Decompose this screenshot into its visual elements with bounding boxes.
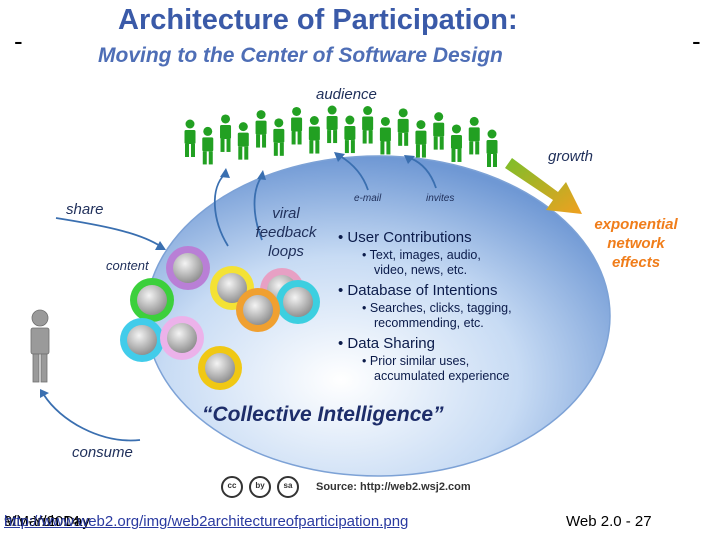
content-circle: [130, 278, 174, 322]
audience-person: [344, 115, 356, 154]
content-circle: [120, 318, 164, 362]
viral-line-3: loops: [268, 243, 304, 260]
content-circle: [276, 280, 320, 324]
viral-loop-arrow-2: [253, 175, 263, 241]
label-growth: growth: [548, 148, 594, 165]
viral-line-1: viral: [272, 205, 300, 222]
audience-person: [184, 119, 196, 157]
content-circle: [160, 316, 204, 360]
label-email: e-mail: [354, 193, 382, 204]
audience-person: [202, 126, 214, 165]
audience-person: [433, 112, 445, 150]
label-viral-feedback-loops: viral feedback loops: [244, 204, 328, 261]
audience-person: [273, 118, 285, 156]
cc-icon: cc: [227, 481, 237, 490]
bullet-list: • User Contributions • Text, images, aud…: [338, 229, 512, 384]
label-invites: invites: [426, 193, 455, 204]
exp-line-3: effects: [611, 254, 661, 271]
bullet-sub-1: • Text, images, audio, video, news, etc.: [362, 248, 481, 277]
label-audience: audience: [316, 86, 377, 103]
content-circle: [236, 288, 280, 332]
slide-title: Architecture of Participation:: [118, 4, 518, 36]
footer-date: 9/Mar/2014: [4, 513, 80, 530]
label-exponential-network-effects: exponential network effects: [578, 215, 694, 272]
audience-person: [237, 122, 249, 160]
bullet-heading-3: • Data Sharing: [338, 335, 435, 352]
footer-author: Min-Yuh Day: [4, 513, 90, 530]
consume-arrow: [43, 394, 141, 442]
by-icon: by: [255, 481, 265, 490]
email-arrow: [339, 155, 369, 191]
bullet-heading-1: • User Contributions: [338, 229, 472, 246]
sa-icon: sa: [283, 481, 293, 490]
slide-subtitle: Moving to the Center of Software Design: [98, 44, 503, 67]
audience-person: [291, 106, 303, 145]
viral-line-2: feedback: [255, 224, 317, 241]
audience-person: [468, 116, 480, 155]
exp-line-2: network: [607, 235, 665, 252]
content-circle: [198, 346, 242, 390]
dash-left: -: [14, 26, 23, 56]
bullet-sub-3: • Prior similar uses, accumulated experi…: [362, 354, 510, 383]
source-image-link[interactable]: http://www.web2.org/img/web2architecture…: [4, 513, 409, 530]
bullet-heading-2: • Database of Intentions: [338, 282, 498, 299]
label-share: share: [66, 201, 104, 218]
content-circle: [166, 246, 210, 290]
label-content: content: [106, 258, 149, 273]
audience-person: [450, 124, 462, 162]
share-arrow: [55, 217, 161, 247]
audience-people-group: [184, 105, 498, 167]
audience-person: [379, 116, 391, 155]
audience-person: [415, 120, 427, 158]
viral-loop-arrow-1: [213, 173, 229, 247]
audience-person: [220, 114, 232, 152]
audience-person: [326, 105, 338, 144]
exp-line-1: exponential: [594, 216, 678, 233]
content-circles: [120, 246, 320, 390]
invites-arrow: [409, 157, 437, 189]
audience-person: [362, 106, 374, 144]
cc-license-icons: [221, 476, 299, 498]
source-credit: Source: http://web2.wsj2.com: [316, 481, 471, 493]
audience-person: [308, 116, 320, 154]
dash-right: -: [692, 26, 701, 56]
collective-intelligence-label: “Collective Intelligence”: [202, 403, 444, 426]
audience-person: [255, 110, 267, 148]
consumer-person: [30, 309, 50, 383]
page-number: Web 2.0 - 27: [566, 513, 652, 530]
label-consume: consume: [72, 444, 133, 461]
audience-person: [486, 129, 498, 167]
audience-person: [397, 108, 409, 146]
bullet-sub-2: • Searches, clicks, tagging, recommendin…: [362, 301, 512, 330]
growth-arrow: [505, 158, 582, 214]
